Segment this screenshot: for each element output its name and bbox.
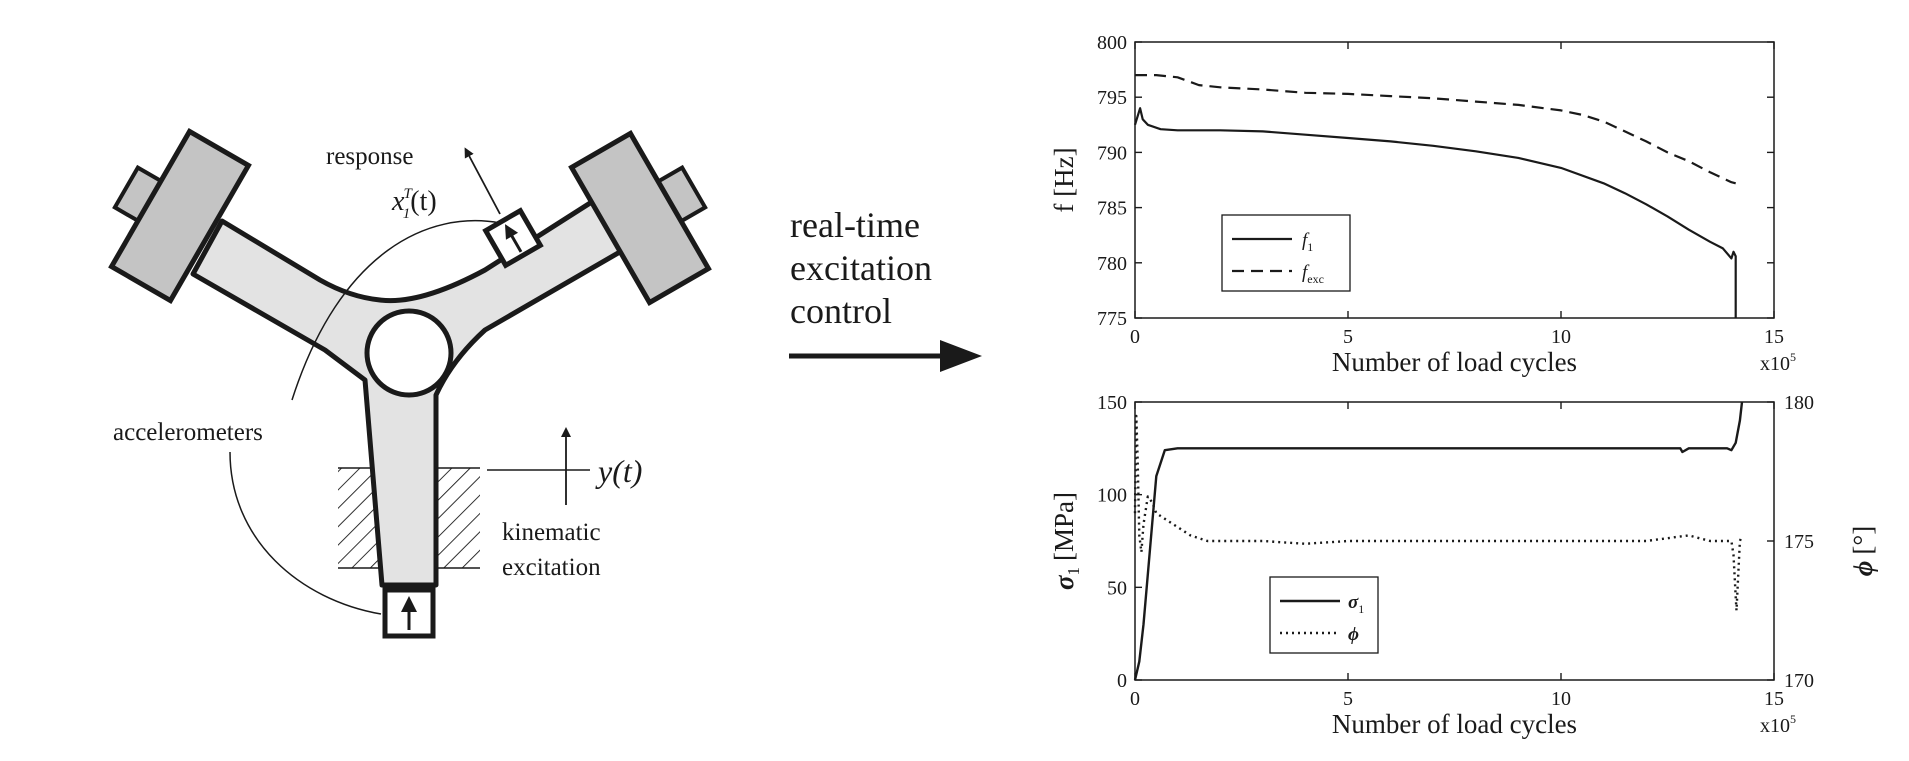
x-multiplier: x105: [1760, 712, 1796, 737]
y-axis-label: f [Hz]: [1049, 147, 1079, 212]
legend-entry-sub: exc: [1307, 272, 1324, 286]
accelerometer-top: [482, 207, 544, 269]
kinematic-label: kinematic: [502, 519, 601, 546]
x-axis-label: Number of load cycles: [1332, 347, 1577, 377]
y-left-tick-label: 100: [1097, 485, 1127, 507]
series-line-fexc: [1135, 73, 1736, 185]
base-signal-label: y(t): [595, 453, 642, 489]
y-left-tick-label: 50: [1107, 577, 1127, 599]
x-tick-label: 15: [1764, 688, 1784, 710]
y-right-tick-label: 175: [1784, 531, 1814, 553]
mass-right: [568, 130, 712, 306]
y-left-unit: [MPa]: [1049, 492, 1079, 561]
series-line-sigma1: [1133, 401, 1744, 681]
x-tick-label: 10: [1551, 326, 1571, 348]
x-tick-label: 5: [1343, 688, 1353, 710]
accelerometers-label: accelerometers: [113, 419, 263, 446]
legend-entry: ϕ: [1348, 624, 1359, 645]
x-tick-label: 15: [1764, 326, 1784, 348]
plot-frame: [1134, 41, 1775, 319]
legend-box: [1269, 576, 1379, 654]
y-right-symbol: ϕ: [1848, 561, 1878, 577]
y-tick-label: 775: [1097, 308, 1127, 330]
y-tick-label: 780: [1097, 253, 1127, 275]
center-hole: [364, 308, 454, 398]
x-multiplier-exp: 5: [1790, 350, 1796, 364]
leader-line-top: [291, 219, 501, 401]
y-left-axis-label: σ1 [MPa]: [1049, 492, 1083, 590]
y-tick-label: 785: [1097, 198, 1127, 220]
x-tick-label: 5: [1343, 326, 1353, 348]
legend-entry: f1: [1302, 230, 1313, 254]
y-left-tick-label: 150: [1097, 392, 1127, 414]
y-tick-label: 800: [1097, 32, 1127, 54]
y-tick-label: 795: [1097, 87, 1127, 109]
control-arrow-head: [940, 340, 982, 372]
control-text-line-2: excitation: [790, 248, 932, 288]
legend-entry-sub: 1: [1307, 240, 1313, 254]
y-right-axis-label: ϕ [°]: [1848, 526, 1878, 576]
accelerometer-bottom: [382, 587, 436, 639]
response-label: response: [326, 143, 413, 170]
control-block: real-time excitation control: [789, 205, 982, 372]
x-tick-label: 10: [1551, 688, 1571, 710]
control-text-line-3: control: [790, 291, 892, 331]
excitation-label: excitation: [502, 554, 601, 581]
legend-box: [1221, 214, 1351, 292]
x-multiplier-exp: 5: [1790, 712, 1796, 726]
leader-line-bottom: [229, 451, 382, 615]
mass-left: [108, 128, 252, 304]
x-multiplier: x105: [1760, 350, 1796, 375]
legend-entry-sub: 1: [1358, 602, 1364, 616]
y-right-unit: [°]: [1848, 526, 1878, 555]
series-line-f1: [1133, 107, 1737, 318]
y-tick-label: 790: [1097, 142, 1127, 164]
y-right-tick-label: 170: [1784, 670, 1814, 692]
clamp-right: [436, 468, 480, 568]
y-left-symbol-sub: 1: [1064, 567, 1083, 576]
series-line-phi: [1133, 414, 1744, 612]
y-right-tick-label: 180: [1784, 392, 1814, 414]
control-text-line-1: real-time: [790, 205, 920, 245]
response-arrow: [464, 147, 501, 215]
x-axis-label: Number of load cycles: [1332, 709, 1577, 739]
x-tick-label: 0: [1130, 326, 1140, 348]
x-tick-label: 0: [1130, 688, 1140, 710]
y-left-symbol: σ: [1049, 574, 1079, 590]
y-left-tick-label: 0: [1117, 670, 1127, 692]
